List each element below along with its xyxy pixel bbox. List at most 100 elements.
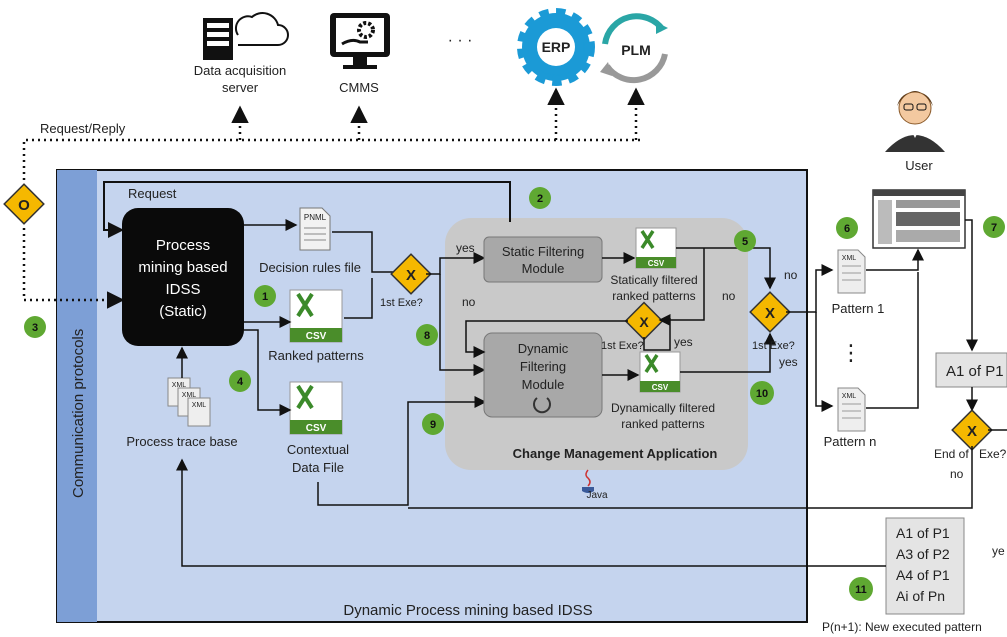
static-no: no (722, 289, 736, 303)
erp-gear-icon (517, 8, 595, 86)
dynamic-module-line1: Dynamic (518, 341, 569, 356)
static-out-line2: ranked patterns (612, 289, 695, 303)
a1p1-box (935, 352, 1007, 388)
xor-to-pattern1 (786, 264, 834, 313)
step-badge-9-text: 9 (430, 419, 436, 431)
server-cloud-icon (203, 12, 289, 60)
right-no: no (784, 268, 798, 282)
xor-to-patternn (815, 312, 834, 412)
trace-xml-2: XML (182, 392, 197, 399)
static-filtering-module (483, 236, 603, 283)
activity-list-item-2: A3 of P2 (896, 546, 950, 562)
pnml-label: PNML (304, 213, 327, 222)
activity-list-box (885, 517, 965, 615)
step-badge-4 (229, 370, 251, 392)
static-csv-icon (635, 227, 677, 269)
trace-xml-files-icon: XML XML XML (167, 377, 211, 427)
end-ye: ye (992, 544, 1005, 558)
first-exe-b: 1st Exe? (601, 340, 644, 352)
activity-list-item-1: A1 of P1 (896, 525, 950, 541)
static-csv-text: CSV (648, 259, 665, 268)
dynamic-module-line2: Filtering (520, 359, 566, 374)
contextual-csv-icon (289, 381, 343, 435)
step-badge-5-text: 5 (742, 236, 748, 248)
ranked-patterns-label: Ranked patterns (268, 348, 364, 363)
process-box-connectors (176, 219, 487, 506)
user-avatar-icon (885, 91, 945, 152)
change-management-app-label: Change Management Application (513, 446, 718, 461)
inner-yes-line (643, 318, 671, 351)
cmms-label: CMMS (339, 80, 379, 95)
process-box-line1: Process (156, 237, 210, 254)
step-badge-11-text: 11 (855, 584, 867, 596)
process-box-line2: mining based (138, 259, 227, 276)
step-badge-8-text: 8 (424, 330, 430, 342)
xor1-yes-line (426, 252, 486, 275)
step-badge-11 (849, 577, 873, 601)
step-badge-9 (422, 413, 444, 435)
step-badge-1 (254, 285, 276, 307)
ranked-patterns-csv-text: CSV (306, 331, 327, 342)
ellipsis: · · · (448, 32, 473, 49)
window-to-a1p1 (965, 219, 978, 352)
step-badge-3-text: 3 (32, 322, 38, 334)
request-label: Request (128, 186, 177, 201)
plm-label: PLM (621, 42, 651, 58)
dynamic-csv-to-xor (680, 332, 776, 373)
xor1-no: no (462, 295, 476, 309)
process-trace-base-label: Process trace base (126, 434, 237, 449)
process-box-line4: (Static) (159, 303, 207, 320)
process-mining-idss-box (122, 208, 244, 346)
java-icon (582, 469, 594, 493)
patternn-label: Pattern n (824, 434, 877, 449)
request-loop (103, 181, 511, 238)
dynamic-out-line2: ranked patterns (621, 417, 704, 431)
step-badge-8 (416, 324, 438, 346)
or-gateway (3, 183, 45, 225)
ranked-patterns-csv-icon (289, 289, 343, 343)
pnml-file-icon (299, 207, 331, 251)
data-acquisition-label: Data acquisition (194, 63, 287, 78)
xor1-yes: yes (456, 241, 475, 255)
step-badge-6-text: 6 (844, 223, 850, 235)
xor-gateway-first-label: X (406, 267, 416, 284)
user-label: User (905, 158, 933, 173)
trace-xml-1: XML (172, 382, 187, 389)
step-badge-5 (734, 230, 756, 252)
xor-gateway-inner-label: X (639, 314, 649, 330)
new-pattern-label: P(n+1): New executed pattern (822, 620, 982, 634)
first-exe-c: 1st Exe? (752, 340, 795, 352)
step-badge-7-text: 7 (991, 222, 997, 234)
step-badge-6 (836, 217, 858, 239)
first-exe-a: 1st Exe? (380, 297, 423, 309)
patternn-xml-icon (837, 387, 866, 432)
or-gateway-label: O (18, 197, 30, 214)
list-to-trace-base (176, 458, 886, 567)
erp-label: ERP (542, 39, 571, 55)
pattern1-xml-text: XML (842, 255, 857, 262)
static-no-line (658, 248, 705, 326)
pattern1-label: Pattern 1 (832, 301, 885, 316)
activity-list-item-4: Ai of Pn (896, 588, 945, 604)
request-reply-label: Request/Reply (40, 121, 126, 136)
step-badge-10 (750, 381, 774, 405)
dynamic-out-line1: Dynamically filtered (611, 401, 715, 415)
exe-trunc-label: Exe? (979, 447, 1007, 461)
right-yes: yes (779, 355, 798, 369)
end-no: no (950, 467, 964, 481)
end-of-label: End of (934, 447, 969, 461)
pattern-vdots: ⋮ (840, 340, 862, 365)
pattern1-to-user (866, 248, 924, 271)
step-badge-3 (24, 316, 46, 338)
xor-gateway-end (951, 409, 993, 451)
java-label: Java (586, 490, 608, 501)
process-box-line3: IDSS (165, 281, 200, 298)
step-badges: 1 2 3 4 5 6 7 8 9 10 11 (24, 187, 1005, 601)
data-acquisition-label-2: server (222, 80, 259, 95)
step-badge-10-text: 10 (756, 388, 768, 400)
xor-gateway-right (749, 291, 791, 333)
feedback-to-dynamic (408, 446, 973, 509)
step-badge-7 (983, 216, 1005, 238)
pattern1-xml-icon (837, 249, 866, 294)
contextual-csv-text: CSV (306, 423, 327, 434)
